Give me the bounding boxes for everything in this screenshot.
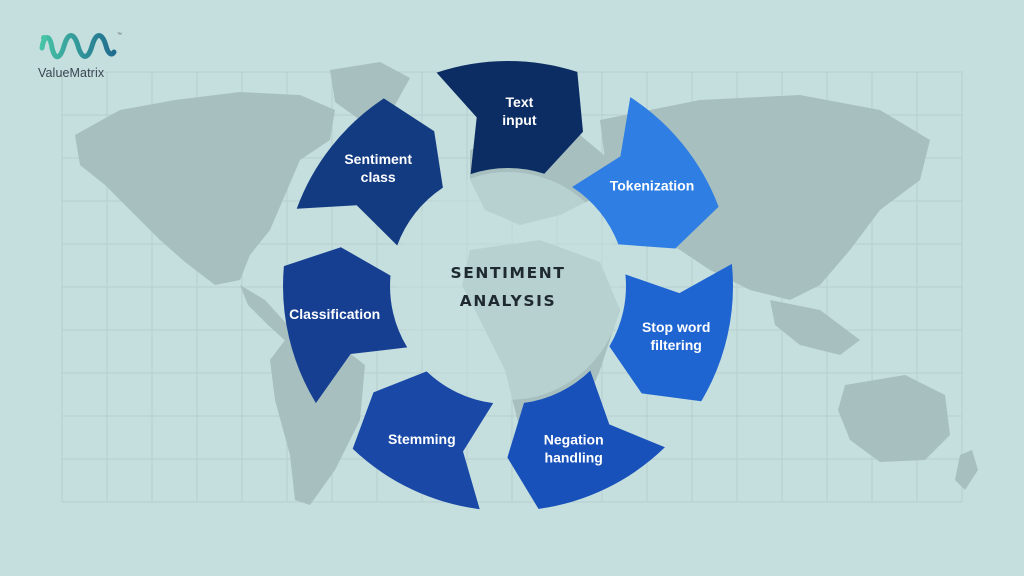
- new-zealand-shape: [955, 450, 978, 490]
- valuematrix-logo: ™ ValueMatrix: [38, 30, 128, 82]
- cycle-step-label: Sentiment class: [344, 151, 412, 185]
- cycle-segment: [572, 97, 719, 249]
- cycle-step-label: Stop word filtering: [642, 319, 710, 353]
- cycle-segment: [436, 60, 583, 175]
- cycle-step-label-line: Tokenization: [610, 178, 695, 194]
- cycle-step-label-line: input: [502, 112, 537, 128]
- australia-shape: [838, 375, 950, 462]
- cycle-segment: [352, 371, 494, 510]
- cycle-step-label: Stemming: [388, 431, 456, 447]
- south-america-shape: [270, 338, 365, 505]
- cycle-step-label: Classification: [289, 306, 380, 322]
- north-america-shape: [75, 92, 335, 285]
- cycle-step-label: Tokenization: [610, 178, 695, 194]
- cycle-segment: [283, 247, 408, 404]
- cycle-step-label-line: class: [361, 169, 396, 185]
- valuematrix-wave-icon: [39, 33, 117, 60]
- central-america-shape: [240, 285, 300, 345]
- cycle-step-label-line: Sentiment: [344, 151, 412, 167]
- cycle-segment: [296, 98, 443, 246]
- cycle-segment: [609, 263, 733, 402]
- cycle-step-label-line: Negation: [544, 432, 604, 448]
- brand-name: ValueMatrix: [38, 66, 105, 80]
- center-title-line2: ANALYSIS: [460, 292, 557, 310]
- cycle-step-label-line: Text: [506, 94, 534, 110]
- southeast-asia-shape: [770, 300, 860, 355]
- cycle-segment: [507, 370, 665, 509]
- cycle-step-label: Negation handling: [544, 432, 604, 466]
- center-hub: [394, 172, 622, 400]
- cycle-step-label-line: Classification: [289, 306, 380, 322]
- center-title-line1: SENTIMENT: [450, 264, 565, 282]
- cycle-step-label-line: filtering: [651, 337, 702, 353]
- cycle-step-label: Text input: [502, 94, 537, 128]
- cycle-step-label-line: Stop word: [642, 319, 710, 335]
- cycle-step-label-line: handling: [545, 450, 603, 466]
- cycle-step-label-line: Stemming: [388, 431, 456, 447]
- trademark-symbol: ™: [117, 32, 122, 38]
